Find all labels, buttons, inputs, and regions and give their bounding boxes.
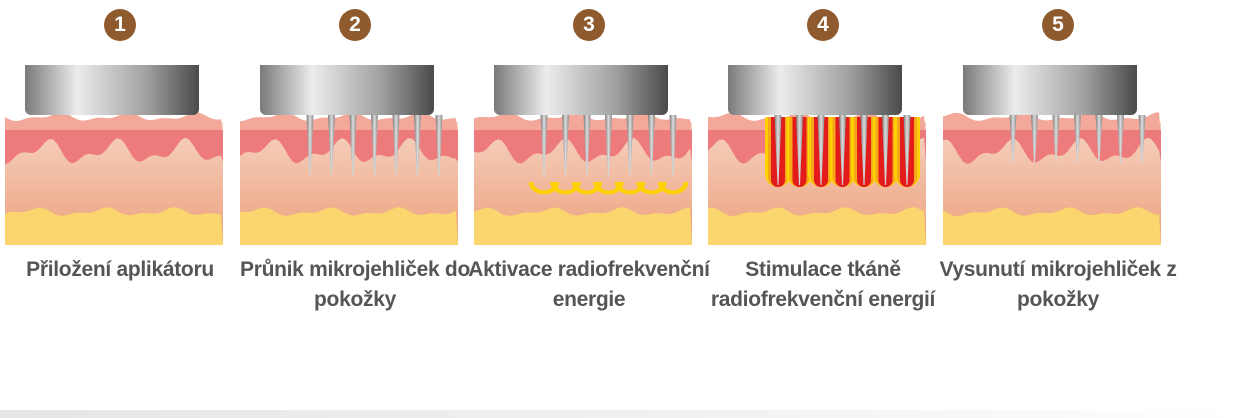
dermis-papillae: [474, 130, 692, 164]
rf-arc-icon: [528, 181, 560, 195]
microneedle: [669, 115, 677, 177]
step-number-badge: 4: [807, 9, 839, 41]
dermis-papillae: [5, 130, 223, 165]
microneedle: [1117, 115, 1124, 163]
dermis-papillae: [240, 130, 458, 164]
microneedle: [796, 115, 803, 185]
microneedle: [648, 115, 655, 177]
microneedle: [903, 115, 911, 185]
rf-arc-icon: [637, 181, 666, 194]
microneedle: [435, 115, 443, 177]
rf-arc-icon: [659, 181, 687, 194]
skin-illustration: [943, 65, 1161, 245]
step-number-badge: 5: [1042, 9, 1074, 41]
rf-arc-icon: [657, 181, 689, 195]
microneedle: [860, 115, 868, 185]
rf-arc-icon: [573, 181, 601, 194]
step-1: 1 Přiložení aplikátoru: [5, 0, 235, 400]
microneedle: [817, 115, 825, 185]
microneedle: [605, 115, 612, 177]
skin-illustration: [708, 65, 926, 245]
step-5: 5 Vysunutí mikrojehliček z pokožky: [939, 0, 1177, 400]
microneedle: [1052, 115, 1060, 163]
microneedle: [540, 115, 548, 177]
skin-illustration: [5, 65, 223, 245]
step-label: Aktivace radiofrekvenční energie: [468, 258, 710, 311]
applicator-head: [494, 65, 668, 115]
step-label: Přiložení aplikátoru: [26, 258, 214, 281]
rf-arc-icon: [571, 181, 603, 195]
step-4: 4 Stimulace tkáně radiofrekvenční energi…: [708, 0, 938, 400]
fat-layer: [240, 207, 458, 245]
microneedle: [328, 115, 335, 177]
step-number-badge: 1: [104, 9, 136, 41]
rf-arc-icon: [593, 181, 624, 195]
step-label: Vysunutí mikrojehliček z pokožky: [939, 258, 1177, 311]
rf-arc-icon: [660, 181, 686, 192]
dermis-papillae: [943, 130, 1161, 164]
step-label: Průnik mikrojehliček do pokožky: [239, 258, 470, 311]
microneedle: [1074, 115, 1081, 163]
fat-layer: [708, 207, 926, 245]
microneedle: [626, 115, 634, 177]
rf-arc-icon: [594, 181, 623, 194]
rf-arc-icon: [530, 181, 558, 194]
microneedle: [583, 115, 591, 177]
microneedle: [414, 115, 421, 177]
rf-arc-icon: [550, 181, 581, 195]
fat-layer: [474, 207, 692, 245]
fat-layer: [943, 207, 1161, 245]
microneedle: [349, 115, 357, 177]
rf-arc-icon: [636, 181, 667, 195]
skin-illustration: [240, 65, 458, 245]
microneedle: [1031, 115, 1038, 163]
step-label: Stimulace tkáně radiofrekvenční energií: [710, 258, 936, 311]
microneedle: [392, 115, 400, 177]
footer-divider: [0, 410, 1237, 418]
microneedle: [371, 115, 378, 177]
fat-layer: [5, 207, 223, 245]
microneedle: [1095, 115, 1103, 163]
microneedle: [1138, 115, 1146, 163]
step-2: 2 Průnik mikrojehliček do pokožky: [240, 0, 470, 400]
rf-arc-icon: [614, 181, 646, 195]
microneedle: [1009, 115, 1017, 163]
microneedle: [774, 115, 782, 185]
microneedle: [882, 115, 889, 185]
step-number-badge: 2: [339, 9, 371, 41]
skin-illustration: [474, 65, 692, 245]
microneedle: [839, 115, 846, 185]
applicator-head: [963, 65, 1137, 115]
microneedle: [562, 115, 569, 177]
applicator-head: [25, 65, 199, 115]
rf-arc-icon: [616, 181, 644, 194]
microneedle: [306, 115, 314, 177]
step-3: 3 Aktivace radiofrekvenční energie: [468, 0, 710, 400]
applicator-head: [260, 65, 434, 115]
step-number-badge: 3: [573, 9, 605, 41]
applicator-head: [728, 65, 902, 115]
rf-arc-icon: [551, 181, 580, 194]
